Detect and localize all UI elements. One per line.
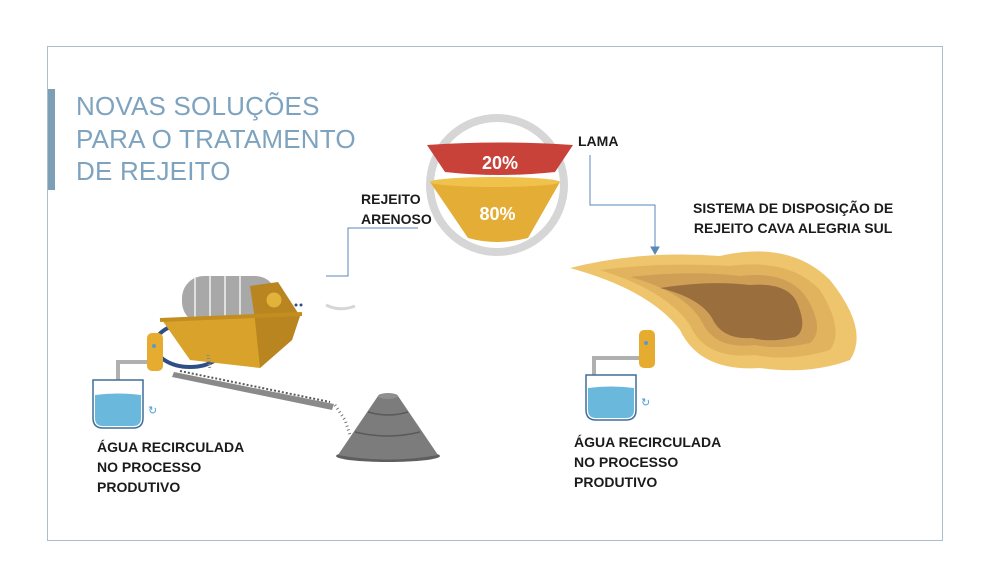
vacuum-filter-machine-icon [153,276,303,369]
lama-band [427,142,573,175]
arenoso-funnel-top [430,177,560,187]
label-line: ÁGUA RECIRCULADA [97,439,245,455]
label-line: ÁGUA RECIRCULADA [574,434,722,450]
tailings-pond-icon [570,251,857,371]
arc-fragment [325,303,356,311]
label-line: REJEITO [361,191,421,207]
lama-percent: 20% [481,153,519,173]
title-line: DE REJEITO [76,156,231,186]
conveyor-belt [172,372,334,410]
lama-label: LAMA [578,133,619,149]
recycle-icon: ↻ [148,405,157,417]
recycle-icon: ↻ [641,397,650,409]
arenoso-funnel [430,179,560,242]
falling-sand [333,404,352,436]
label-line: PRODUTIVO [574,474,658,490]
arrow-head-icon [650,246,660,256]
label-line: NO PROCESSO [97,459,202,475]
funnel-ring [426,114,568,256]
label-line: NO PROCESSO [574,454,679,470]
water-left-label: ÁGUA RECIRCULADA NO PROCESSO PRODUTIVO [97,437,244,497]
label-line: ARENOSO [361,211,432,227]
title-line: NOVAS SOLUÇÕES [76,91,320,121]
sand-pile-icon [336,393,440,462]
connector-lines [326,155,660,277]
lama-connector [589,155,656,250]
water-tank-left-icon: ↻ [92,333,163,429]
arenoso-percent: 80% [479,204,516,224]
disposal-label: SISTEMA DE DISPOSIÇÃO DE REJEITO CAVA AL… [693,198,893,238]
title-accent-bar [48,89,55,190]
water-right-label: ÁGUA RECIRCULADA NO PROCESSO PRODUTIVO [574,432,721,492]
label-line: PRODUTIVO [97,479,181,495]
water-tank-right-icon: ↻ [585,330,655,421]
arenoso-label: REJEITO ARENOSO [361,189,432,229]
label-line: REJEITO CAVA ALEGRIA SUL [693,220,893,236]
arenoso-connector [326,227,418,277]
page-title: NOVAS SOLUÇÕES PARA O TRATAMENTO DE REJE… [76,90,356,188]
slide-frame [47,46,943,541]
label-line: SISTEMA DE DISPOSIÇÃO DE [693,200,894,216]
title-line: PARA O TRATAMENTO [76,123,356,154]
